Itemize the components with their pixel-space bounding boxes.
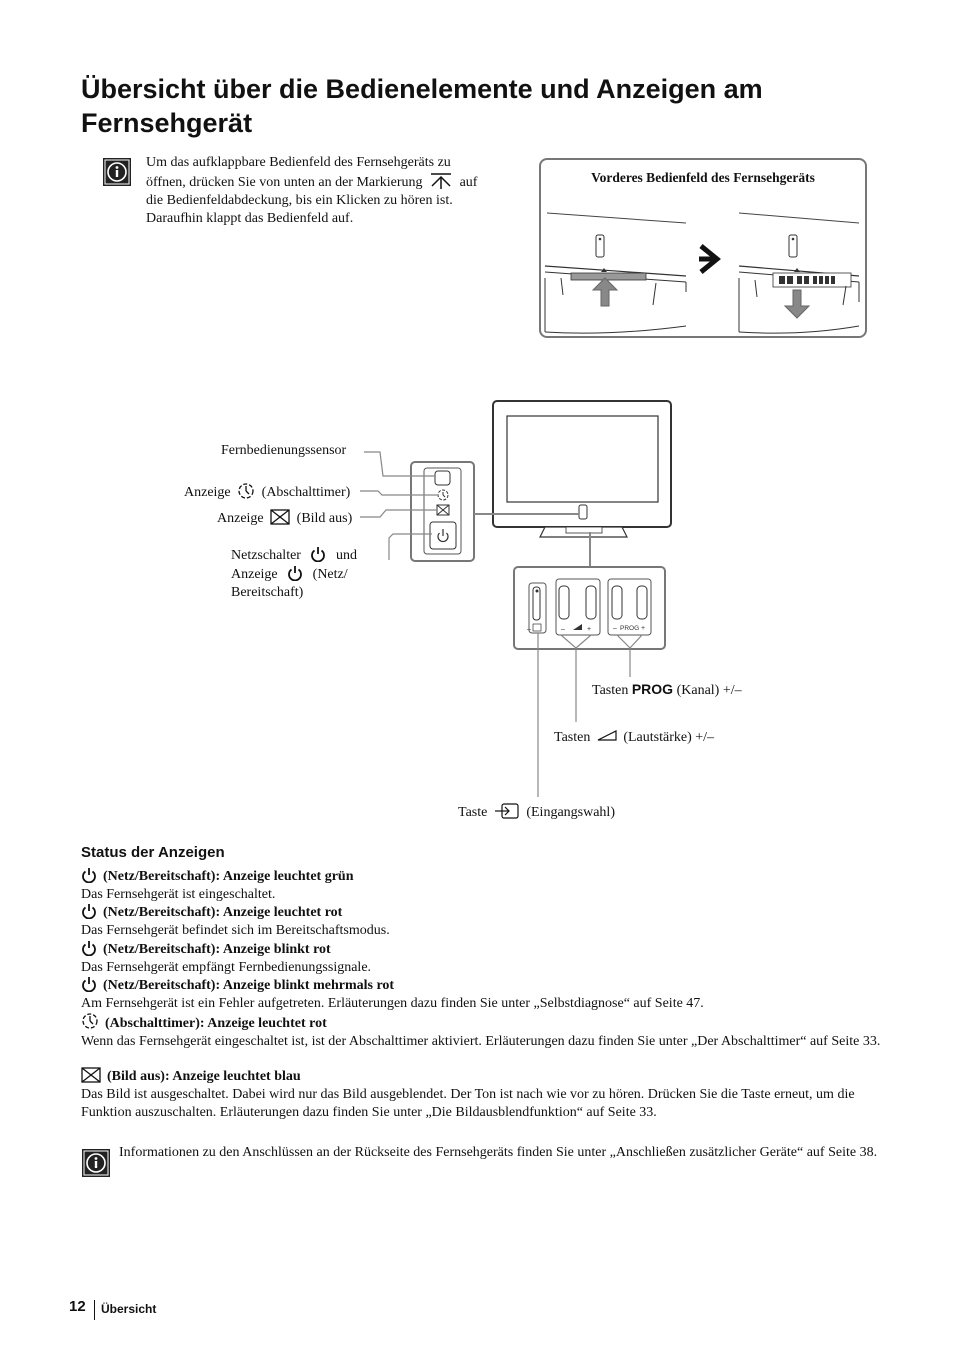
label-power-switch: Netzschalter und Anzeige (Netz/ Bereitsc… (231, 547, 357, 600)
front-panel-figure: Vorderes Bedienfeld des Fernsehgeräts (539, 158, 867, 338)
footer-section: Übersicht (101, 1302, 157, 1316)
arrow-up-mark-icon (431, 173, 452, 189)
power-icon (82, 977, 96, 992)
volume-icon (597, 730, 617, 741)
info-icon (82, 1149, 110, 1177)
svg-text:–: – (561, 626, 565, 633)
page-number: 12 (69, 1298, 86, 1315)
panel-open-illustration (544, 212, 860, 334)
info-icon (103, 158, 131, 186)
label-picture-off-indicator: Anzeige (Bild aus) (217, 509, 353, 526)
label-input-button: Taste (Eingangswahl) (458, 803, 615, 820)
power-icon (311, 547, 326, 563)
status-item: (Netz/Bereitschaft): Anzeige leuchtet ro… (81, 904, 390, 938)
intro-line: Daraufhin klappt das Bedienfeld auf. (146, 211, 354, 226)
power-icon (82, 904, 96, 919)
status-item: (Netz/Bereitschaft): Anzeige blinkt rot … (81, 941, 372, 975)
intro-line: Um das aufklappbare Bedienfeld des Ferns… (146, 155, 451, 170)
label-prog-buttons: Tasten PROG (Kanal) +/– (592, 681, 742, 698)
tv-diagram: – – + – + PROG (360, 400, 672, 797)
svg-text:–: – (613, 625, 617, 632)
intro-line: die Bedienfeldabdeckung, bis ein Klicken… (146, 193, 453, 208)
picture-off-icon (270, 509, 290, 525)
status-item: (Netz/Bereitschaft): Anzeige blinkt mehr… (81, 977, 704, 1011)
svg-text:+: + (587, 626, 591, 633)
label-timer-indicator: Anzeige (Abschalttimer) (184, 482, 350, 502)
note-text: Informationen zu den Anschlüssen an der … (119, 1145, 878, 1160)
label-remote-sensor: Fernbedienungssensor (221, 443, 347, 458)
picture-off-icon (81, 1067, 101, 1083)
status-item: (Netz/Bereitschaft): Anzeige leuchtet gr… (81, 868, 354, 902)
power-icon (82, 868, 96, 883)
svg-text:–: – (527, 626, 531, 633)
timer-indicator-icon (437, 489, 449, 501)
power-icon (82, 941, 96, 956)
figure-title: Vorderes Bedienfeld des Fernsehgeräts (591, 170, 815, 185)
status-item: (Bild aus): Anzeige leuchtet blau Das Bi… (81, 1067, 855, 1120)
power-icon (288, 566, 303, 582)
intro-line: öffnen, drücken Sie von unten an der Mar… (146, 172, 526, 192)
svg-text:+: + (641, 625, 645, 632)
panel-prog-label: PROG (620, 625, 639, 632)
timer-icon (82, 1013, 98, 1029)
status-heading: Status der Anzeigen (81, 844, 225, 861)
status-item: (Abschalttimer): Anzeige leuchtet rot We… (81, 1012, 881, 1051)
power-icon (437, 529, 449, 543)
input-select-icon (494, 803, 519, 819)
label-volume-buttons: Tasten (Lautstärke) +/– (554, 730, 715, 745)
footer-divider (94, 1300, 95, 1320)
intro-text: Um das aufklappbare Bedienfeld des Ferns… (146, 154, 526, 228)
page-title: Übersicht über die Bedienelemente und An… (81, 74, 763, 138)
timer-icon (238, 483, 254, 499)
